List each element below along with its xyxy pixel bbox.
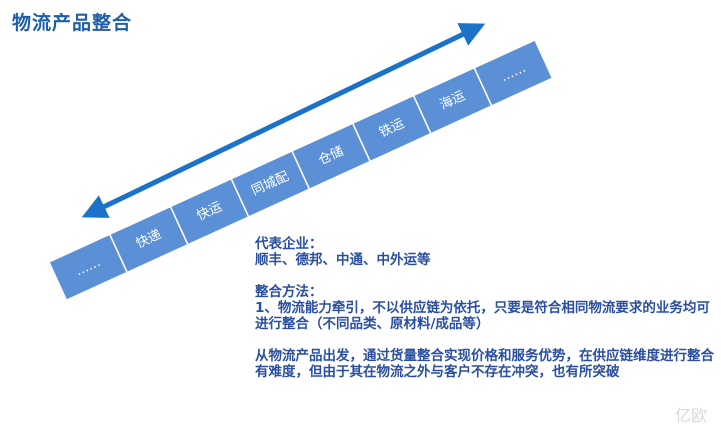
enterprises-label: 代表企业： <box>255 236 323 252</box>
description-block: 代表企业： 顺丰、德邦、中通、中外运等 整合方法： 1、物流能力牵引，不以供应链… <box>255 236 715 380</box>
double-headed-arrow <box>81 23 486 218</box>
enterprises-list: 顺丰、德邦、中通、中外运等 <box>255 252 431 268</box>
segment-box <box>473 39 554 107</box>
method-label: 整合方法： <box>255 284 323 300</box>
conclusion-text: 从物流产品出发，通过货量整合实现价格和服务优势，在供应链维度进行整合有难度，但由… <box>255 348 714 380</box>
segment-band: ……快递快运同城配仓储铁运海运…… <box>48 39 554 302</box>
watermark-logo: 亿欧 <box>674 406 707 425</box>
method-body: 1、物流能力牵引，不以供应链为依托，只要是符合相同物流要求的业务均可进行整合（不… <box>255 300 710 332</box>
